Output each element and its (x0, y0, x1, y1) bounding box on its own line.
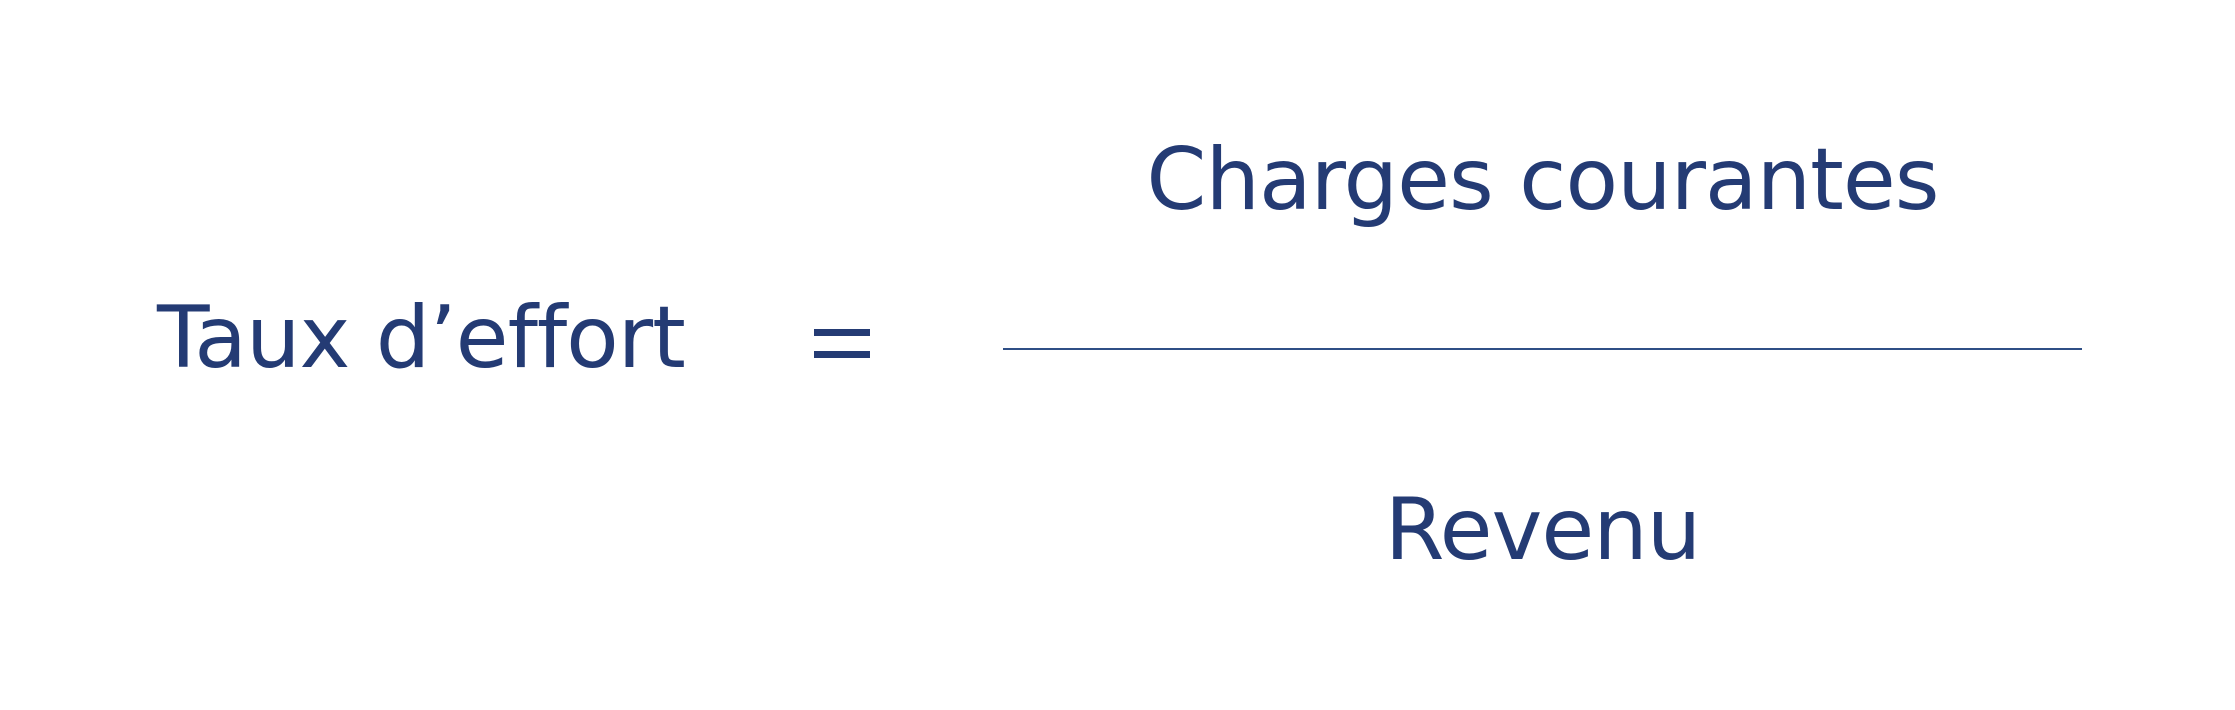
fraction-line (1003, 348, 2082, 350)
fraction-denominator: Revenu (1384, 480, 1702, 580)
fraction: Charges courantes Revenu (1003, 105, 2082, 605)
equals-top-bar (814, 329, 870, 336)
equals-sign (814, 329, 870, 358)
equals-bottom-bar (814, 351, 870, 358)
fraction-numerator: Charges courantes (1146, 130, 1939, 230)
formula-left-side: Taux d’effort (157, 288, 686, 388)
